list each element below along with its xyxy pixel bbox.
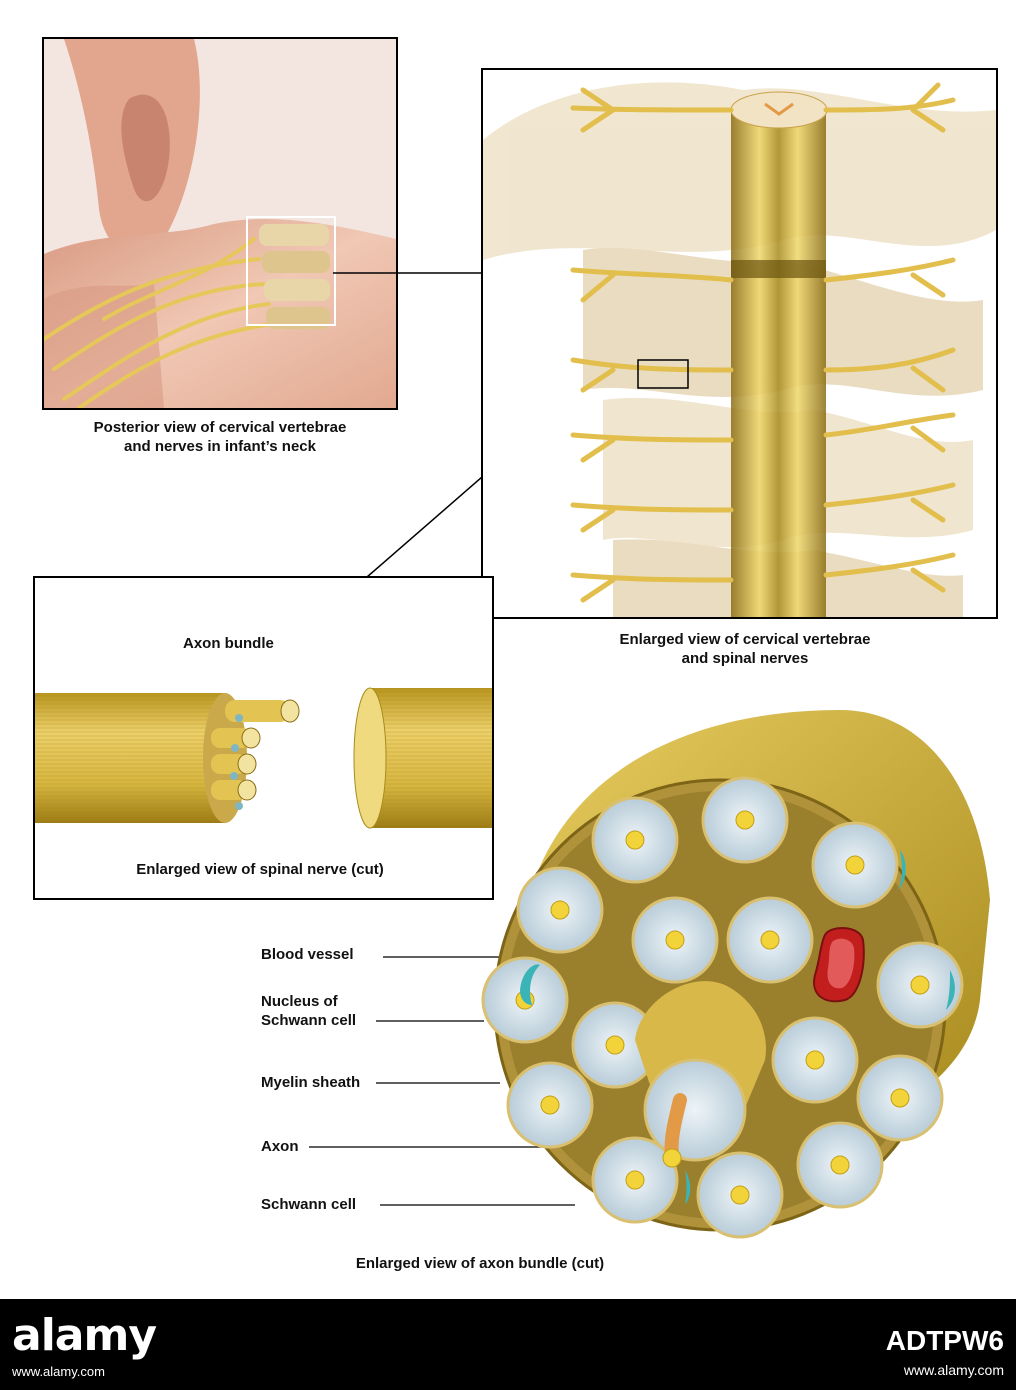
spine-illustration (483, 70, 996, 617)
label-blood-vessel: Blood vessel (261, 946, 354, 963)
axon-bundles (211, 699, 300, 810)
zoom-region-box (246, 216, 336, 326)
axon-bundle-cross-section (481, 710, 990, 1239)
spinal-nerve-roots (570, 82, 956, 603)
alamy-url: www.alamy.com (12, 1364, 105, 1379)
caption-spine-view: Enlarged view of cervical vertebrae and … (619, 631, 871, 667)
spinal-nerve-panel (33, 576, 494, 900)
spine-view-panel (481, 68, 998, 619)
caption-axon-bundle: Enlarged view of axon bundle (cut) (355, 1255, 605, 1272)
neck-nerves (44, 237, 276, 408)
schwann-nuclei (520, 850, 955, 1205)
image-id: ADTPW6 (885, 1325, 1004, 1356)
label-axon-bundle: Axon bundle (183, 635, 274, 652)
label-nucleus-schwann: Nucleus of Schwann cell (261, 993, 357, 1029)
label-myelin-sheath: Myelin sheath (261, 1074, 361, 1091)
nerve-zoom-box (637, 359, 689, 389)
label-schwann-cell: Schwann cell (261, 1196, 357, 1213)
image-url: www.alamy.com (903, 1362, 1004, 1378)
spinal-cord (731, 110, 826, 617)
spinal-nerve-illustration (35, 578, 492, 898)
watermark-bar (0, 1299, 1016, 1390)
neck-illustration (44, 39, 396, 408)
protruding-bundle (635, 981, 766, 1168)
label-axon: Axon (261, 1138, 299, 1155)
neck-view-panel (42, 37, 398, 410)
caption-neck-view: Posterior view of cervical vertebrae and… (93, 419, 347, 455)
caption-spinal-nerve: Enlarged view of spinal nerve (cut) (136, 861, 384, 878)
alamy-logo: alamy (12, 1310, 157, 1361)
neck-vertebrae (259, 224, 330, 329)
